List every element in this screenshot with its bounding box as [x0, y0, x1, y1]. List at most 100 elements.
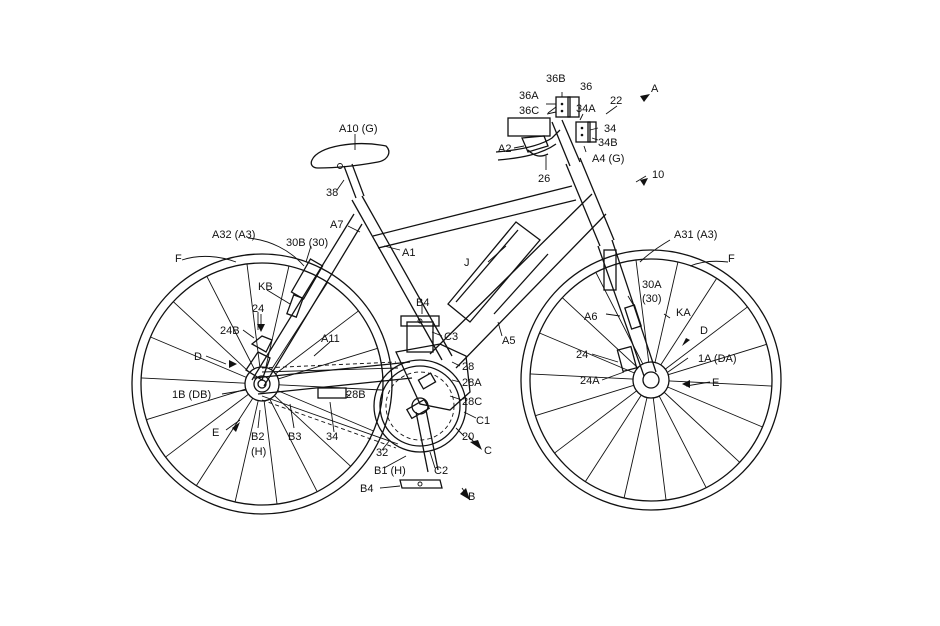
sensor-30B [290, 258, 324, 300]
operating-device-34 [575, 121, 597, 143]
label-24b: 24B [220, 325, 240, 337]
front-wheel-spoke [562, 297, 639, 369]
reference-labels: A10 (G) 38 A7 A1 A32 (A3) 30B (30) F KB … [172, 73, 737, 503]
label-30a: 30A [642, 279, 662, 291]
front-hub-detail [603, 249, 642, 373]
label-a31-a3: A31 (A3) [674, 229, 717, 241]
rear-wheel-spoke [269, 398, 318, 492]
front-wheel-spoke [535, 384, 634, 417]
label-a2: A2 [498, 143, 511, 155]
front-wheel-spoke [530, 373, 634, 380]
label-36a: 36A [519, 90, 539, 102]
label-c1: C1 [476, 415, 490, 427]
label-a4-g: A4 (G) [592, 153, 624, 165]
arrows [229, 94, 690, 500]
front-wheel-spoke [668, 343, 767, 376]
rear-wheel-spoke [263, 400, 278, 505]
chain-34 [261, 361, 399, 449]
label-28: 28 [462, 361, 474, 373]
operating-device-36 [507, 96, 580, 137]
drive-unit [373, 315, 471, 489]
label-1b-db: 1B (DB) [172, 389, 211, 401]
label-c-arrow: C [484, 445, 492, 457]
rear-wheel-spoke [150, 336, 247, 378]
label-34: 34 [604, 123, 616, 135]
rear-wheel-spoke [146, 388, 246, 421]
label-b-arrow: B [468, 491, 475, 503]
label-1a-da: 1A (DA) [698, 353, 737, 365]
front-wheel-spoke [668, 380, 772, 387]
handlebar [495, 129, 561, 161]
rear-wheel-spoke [206, 276, 255, 370]
label-d-right: D [700, 325, 708, 337]
rear-wheel-spoke [195, 398, 254, 486]
label-30-paren: (30) [642, 293, 662, 305]
label-c2: C2 [434, 465, 448, 477]
rear-wheel-spoke [277, 390, 374, 432]
front-wheel-spoke [539, 332, 635, 374]
label-34-chain: 34 [326, 431, 338, 443]
label-26: 26 [538, 173, 550, 185]
label-a7: A7 [330, 219, 343, 231]
label-a1: A1 [402, 247, 415, 259]
label-24-right: 24 [576, 349, 588, 361]
front-wheel-spoke [623, 397, 648, 499]
label-24a: 24A [580, 375, 600, 387]
rear-wheel-spoke [165, 393, 249, 458]
front-wheel-spoke [652, 397, 667, 501]
label-d-left: D [194, 351, 202, 363]
label-20: 20 [462, 431, 474, 443]
front-wheel-spoke [663, 391, 740, 463]
rear-wheel [131, 253, 393, 515]
label-e-right: E [712, 377, 719, 389]
front-wheel-spoke [667, 386, 763, 428]
label-e-left: E [212, 427, 219, 439]
label-34a: 34A [576, 103, 596, 115]
label-b4-mid: B4 [416, 297, 429, 309]
label-38: 38 [326, 187, 338, 199]
label-a32-a3: A32 (A3) [212, 229, 255, 241]
label-28a: 28A [462, 377, 482, 389]
rear-wheel-spoke [173, 301, 250, 373]
front-wheel-spoke [584, 394, 642, 482]
saddle [310, 143, 390, 169]
label-36c: 36C [519, 105, 539, 117]
label-f-left: F [175, 253, 182, 265]
rear-wheel-spoke [141, 377, 246, 384]
rear-wheel-spoke [274, 395, 351, 467]
label-22: 22 [610, 95, 622, 107]
front-wheel-spoke [665, 306, 748, 370]
label-f-right: F [728, 253, 735, 265]
label-b3: B3 [288, 431, 301, 443]
battery-J [447, 221, 549, 323]
front-wheel-spoke [554, 390, 637, 454]
label-a6: A6 [584, 311, 597, 323]
label-34b: 34B [598, 137, 618, 149]
label-24-left: 24 [252, 303, 264, 315]
label-30b-30: 30B (30) [286, 237, 328, 249]
label-36: 36 [580, 81, 592, 93]
label-28b: 28B [346, 389, 366, 401]
label-36b: 36B [546, 73, 566, 85]
label-j: J [464, 257, 470, 269]
front-wheel-spoke [658, 395, 707, 488]
label-kb: KB [258, 281, 273, 293]
label-b2: B2 [251, 431, 264, 443]
label-b1-h: B1 (H) [374, 465, 406, 477]
rear-wheel-spoke [275, 310, 359, 375]
label-h-left: (H) [251, 446, 266, 458]
front-wheel-spoke [635, 259, 650, 363]
rear-wheel-spoke [234, 400, 259, 503]
frame [251, 119, 657, 395]
label-c3: C3 [444, 331, 458, 343]
label-28c: 28C [462, 396, 482, 408]
label-32: 32 [376, 447, 388, 459]
label-a10-g: A10 (G) [339, 123, 378, 135]
rear-wheel-spoke [246, 263, 261, 368]
front-wheel-spoke [660, 278, 718, 366]
label-a-arrow: A [651, 83, 659, 95]
label-a11: A11 [321, 333, 340, 345]
label-ka: KA [676, 307, 691, 319]
label-10: 10 [652, 169, 664, 181]
